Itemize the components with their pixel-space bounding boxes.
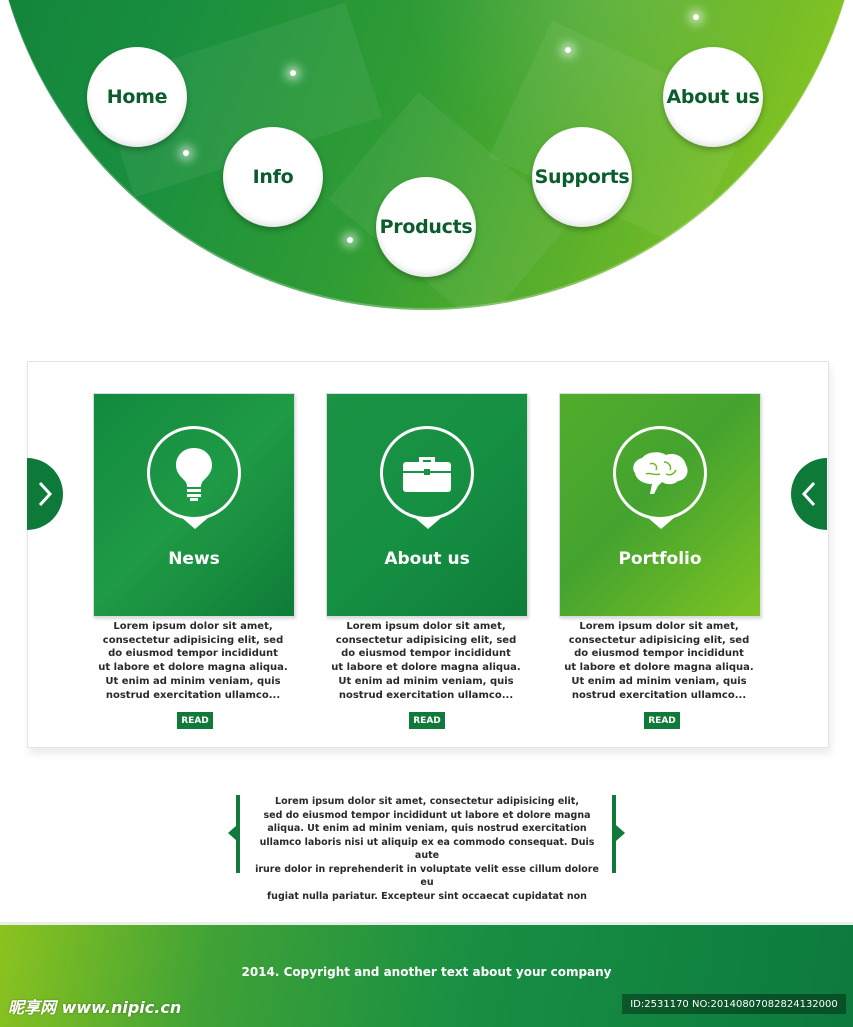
quote-text: Lorem ipsum dolor sit amet, consectetur … — [253, 795, 601, 903]
nav-supports[interactable]: Supports — [532, 127, 632, 227]
text-line: ut labore et dolore magna aliqua. — [331, 662, 521, 674]
lightbulb-icon — [176, 448, 212, 501]
icon-badge — [380, 426, 474, 520]
nav-info[interactable]: Info — [223, 127, 323, 227]
card-title: About us — [384, 549, 470, 569]
card-description: Lorem ipsum dolor sit amet, consectetur … — [316, 620, 536, 702]
text-line: Ut enim ad minim veniam, quis — [338, 675, 514, 687]
card-portfolio[interactable]: Portfolio — [559, 393, 761, 617]
watermark-id: ID:2531170 NO:20140807082824132000 — [622, 994, 846, 1014]
sparkle — [693, 14, 699, 20]
brain-icon — [633, 452, 688, 494]
text-line: nostrud exercitation ullamco... — [105, 689, 281, 701]
sparkle — [183, 150, 189, 156]
quote-line: aliqua. Ut enim ad minim veniam, quis no… — [267, 823, 587, 834]
footer — [0, 922, 853, 1027]
card-description: Lorem ipsum dolor sit amet, consectetur … — [549, 620, 769, 702]
nav-about-us[interactable]: About us — [663, 47, 763, 147]
text-line: do eiusmod tempor incididunt — [108, 648, 278, 660]
card-description: Lorem ipsum dolor sit amet, consectetur … — [83, 620, 303, 702]
quote-line: ullamco laboris nisi ut aliquip ex ea co… — [259, 836, 595, 862]
pin-tip — [414, 517, 442, 529]
sparkle — [347, 237, 353, 243]
text-line: ut labore et dolore magna aliqua. — [564, 662, 754, 674]
text-line: Ut enim ad minim veniam, quis — [571, 675, 747, 687]
quote-arrow-left — [228, 825, 237, 841]
card-news[interactable]: News — [93, 393, 295, 617]
text-line: consectetur adipisicing elit, sed — [335, 634, 517, 646]
sparkle — [565, 47, 571, 53]
text-line: do eiusmod tempor incididunt — [574, 648, 744, 660]
quote-bar-left — [236, 795, 240, 873]
pin-tip — [647, 517, 675, 529]
pin-tip — [181, 517, 209, 529]
text-line: Lorem ipsum dolor sit amet, — [113, 621, 273, 632]
read-button-portfolio[interactable]: READ — [644, 712, 680, 729]
card-title: News — [168, 549, 220, 569]
chevron-left-icon — [801, 481, 816, 507]
quote-line: irure dolor in reprehenderit in voluptat… — [255, 863, 599, 889]
sparkle — [290, 70, 296, 76]
quote-line: sed do eiusmod tempor incididunt ut labo… — [263, 809, 591, 821]
watermark-logo: 昵享网 www.nipic.cn — [8, 998, 182, 1017]
footer-copyright: 2014. Copyright and another text about y… — [241, 965, 612, 979]
quote-arrow-right — [616, 825, 625, 841]
quote-line: fugiat nulla pariatur. Excepteur sint oc… — [267, 890, 587, 902]
text-line: consectetur adipisicing elit, sed — [102, 634, 284, 646]
read-button-about-us[interactable]: READ — [409, 712, 445, 729]
text-line: consectetur adipisicing elit, sed — [568, 634, 750, 646]
text-line: Lorem ipsum dolor sit amet, — [346, 621, 506, 632]
icon-badge — [613, 426, 707, 520]
text-line: ut labore et dolore magna aliqua. — [98, 662, 288, 674]
text-line: do eiusmod tempor incididunt — [341, 648, 511, 660]
text-line: Lorem ipsum dolor sit amet, — [579, 621, 739, 632]
nav-products[interactable]: Products — [376, 177, 476, 277]
header-hero: Home Info Products Supports About us — [0, 0, 853, 320]
text-line: nostrud exercitation ullamco... — [571, 689, 747, 701]
chevron-right-icon — [38, 481, 53, 507]
text-line: nostrud exercitation ullamco... — [338, 689, 514, 701]
read-button-news[interactable]: READ — [177, 712, 213, 729]
briefcase-icon — [403, 457, 451, 492]
quote-line: Lorem ipsum dolor sit amet, consectetur … — [275, 796, 579, 807]
quote-bar-right — [612, 795, 616, 873]
card-title: Portfolio — [618, 549, 702, 569]
card-about-us[interactable]: About us — [326, 393, 528, 617]
nav-home[interactable]: Home — [87, 47, 187, 147]
icon-badge — [147, 426, 241, 520]
text-line: Ut enim ad minim veniam, quis — [105, 675, 281, 687]
